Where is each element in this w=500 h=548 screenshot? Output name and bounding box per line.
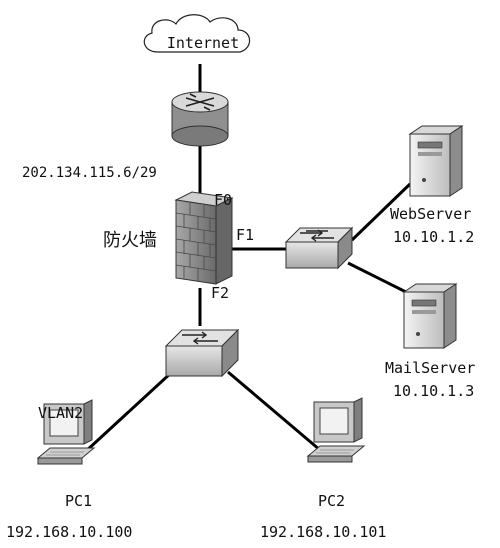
link-switch-mailserver — [347, 261, 411, 296]
switch-icon — [164, 328, 240, 378]
link-switch-webserver — [350, 182, 412, 242]
pc-icon — [306, 397, 366, 463]
firewall-icon — [174, 191, 234, 285]
webserver-ip: 10.10.1.2 — [393, 228, 474, 246]
link-lanswitch-pc1 — [83, 370, 174, 454]
connection-lines — [83, 64, 412, 454]
pc2-name: PC2 — [318, 492, 345, 510]
port-f1-label: F1 — [236, 226, 254, 244]
router-ip-label: 202.134.115.6/29 — [22, 165, 157, 181]
pc2-ip: 192.168.10.101 — [260, 523, 386, 541]
pc1-name: PC1 — [65, 492, 92, 510]
router-icon — [171, 91, 229, 147]
mailserver-ip: 10.10.1.3 — [393, 382, 474, 400]
cloud-icon — [143, 14, 251, 53]
vlan-label: VLAN2 — [38, 404, 83, 422]
internet-label: Internet — [167, 34, 239, 52]
switch-icon — [284, 226, 354, 270]
firewall-label: 防火墙 — [103, 230, 157, 251]
pc1-ip: 192.168.10.100 — [6, 523, 132, 541]
mailserver-name: MailServer — [385, 359, 475, 377]
port-f0-label: F0 — [214, 191, 232, 209]
server-icon — [408, 125, 464, 197]
webserver-name: WebServer — [390, 205, 471, 223]
port-f2-label: F2 — [211, 284, 229, 302]
pc-icon — [36, 399, 96, 465]
server-icon — [402, 283, 458, 349]
link-lanswitch-pc2 — [227, 370, 321, 452]
